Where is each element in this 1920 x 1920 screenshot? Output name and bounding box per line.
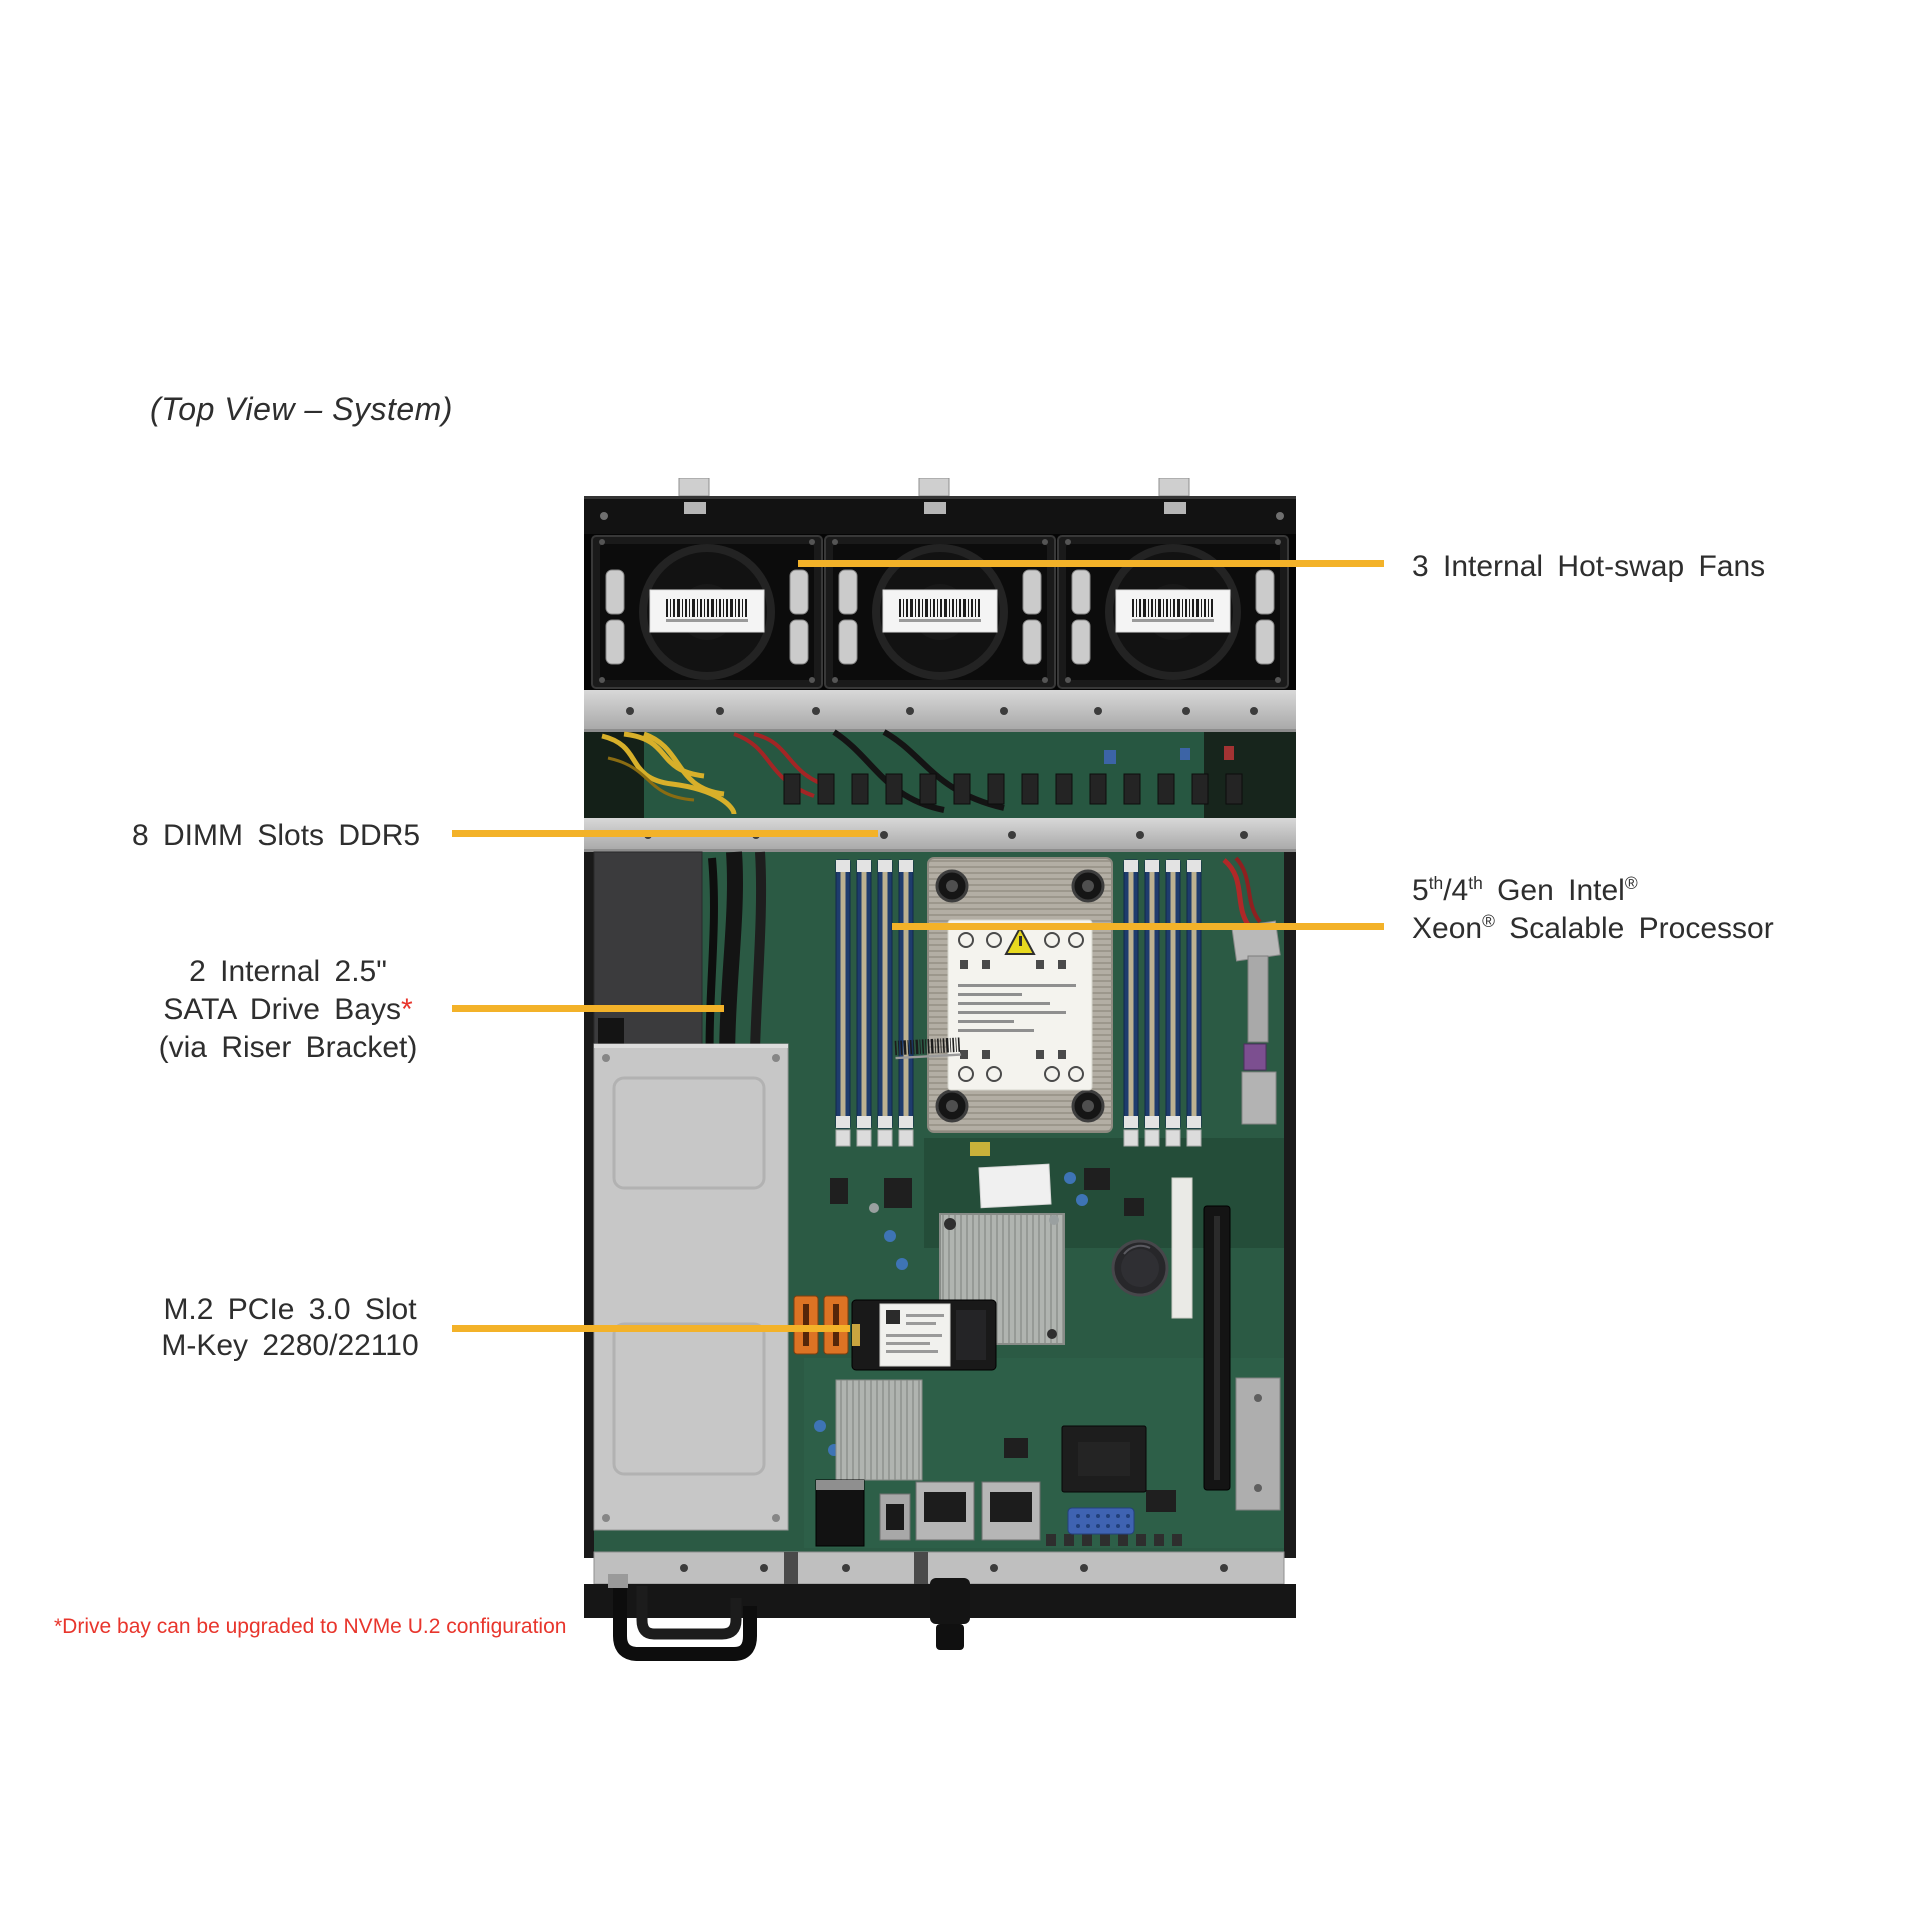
chassis-top-rail bbox=[584, 496, 1296, 534]
pcie-slot bbox=[1203, 1205, 1231, 1491]
sata-leader-line bbox=[452, 1005, 724, 1012]
motherboard bbox=[584, 851, 1296, 1558]
gold-label bbox=[970, 1142, 990, 1156]
callout-cpu-line2: Xeon® Scalable Processor bbox=[1412, 911, 1774, 945]
callout-cpu-line1: 5th/4th Gen Intel® bbox=[1412, 873, 1638, 907]
fan-barcode-label-1 bbox=[649, 589, 765, 633]
dimm-bank-right bbox=[1123, 859, 1202, 1147]
air-shroud bbox=[593, 851, 703, 1045]
vrm-heatsink bbox=[835, 1379, 923, 1481]
fan-barcode-label-3 bbox=[1115, 589, 1231, 633]
psu bbox=[593, 1043, 789, 1531]
fans-leader-line bbox=[798, 560, 1384, 567]
soc-chip bbox=[1061, 1425, 1147, 1493]
serial-label bbox=[894, 1037, 1052, 1209]
dimm-bank-left bbox=[835, 859, 914, 1147]
callout-cpu-label: 5th/4th Gen Intel® Xeon® Scalable Proces… bbox=[1412, 872, 1774, 948]
callout-sata-line1: 2 Internal 2.5" bbox=[189, 955, 387, 988]
warning-triangle-icon bbox=[1004, 925, 1036, 955]
vertical-label-strip bbox=[1171, 1177, 1193, 1319]
callout-m2-label: M.2 PCIe 3.0 Slot M-Key 2280/22110 bbox=[140, 1292, 440, 1364]
cmos-battery bbox=[1111, 1239, 1169, 1297]
callout-m2-line2: M-Key 2280/22110 bbox=[161, 1329, 419, 1362]
m2-ssd bbox=[851, 1299, 997, 1371]
cpu-leader-line bbox=[892, 923, 1384, 930]
callout-sata-label: 2 Internal 2.5" SATA Drive Bays* (via Ri… bbox=[150, 953, 426, 1067]
callout-m2-line1: M.2 PCIe 3.0 Slot bbox=[163, 1293, 417, 1326]
callout-fans-label: 3 Internal Hot-swap Fans bbox=[1412, 550, 1766, 583]
rear-io-ports bbox=[815, 1479, 1182, 1547]
cable-area bbox=[584, 729, 1296, 818]
chassis-top-clips bbox=[678, 478, 1190, 497]
page-title: (Top View – System) bbox=[150, 391, 453, 427]
crossbar-top bbox=[584, 690, 1296, 732]
fan-module-2 bbox=[824, 535, 1056, 689]
dimm-leader-line bbox=[452, 830, 878, 837]
fan-module-1 bbox=[591, 535, 823, 689]
chassis-handle bbox=[608, 1574, 757, 1661]
m2-leader-line bbox=[452, 1325, 850, 1332]
ic-chips bbox=[830, 1168, 1176, 1512]
fan-module-3 bbox=[1057, 535, 1289, 689]
cpu-heatsink bbox=[927, 857, 1113, 1133]
fan-barcode-label-2 bbox=[882, 589, 998, 633]
fan-tray bbox=[584, 534, 1296, 690]
bracket-right-lower bbox=[1235, 1377, 1281, 1511]
vga-header bbox=[1067, 1507, 1135, 1535]
server-top-view-photo bbox=[584, 478, 1296, 1661]
callout-dimm-label: 8 DIMM Slots DDR5 bbox=[132, 819, 421, 852]
cpu-instruction-label bbox=[947, 919, 1093, 1091]
footnote: *Drive bay can be upgraded to NVMe U.2 c… bbox=[54, 1615, 567, 1638]
callout-sata-line2: SATA Drive Bays* bbox=[163, 993, 413, 1026]
callout-sata-line3: (via Riser Bracket) bbox=[158, 1031, 418, 1064]
chassis-latch bbox=[930, 1578, 970, 1650]
bracket-right bbox=[1222, 856, 1281, 1125]
